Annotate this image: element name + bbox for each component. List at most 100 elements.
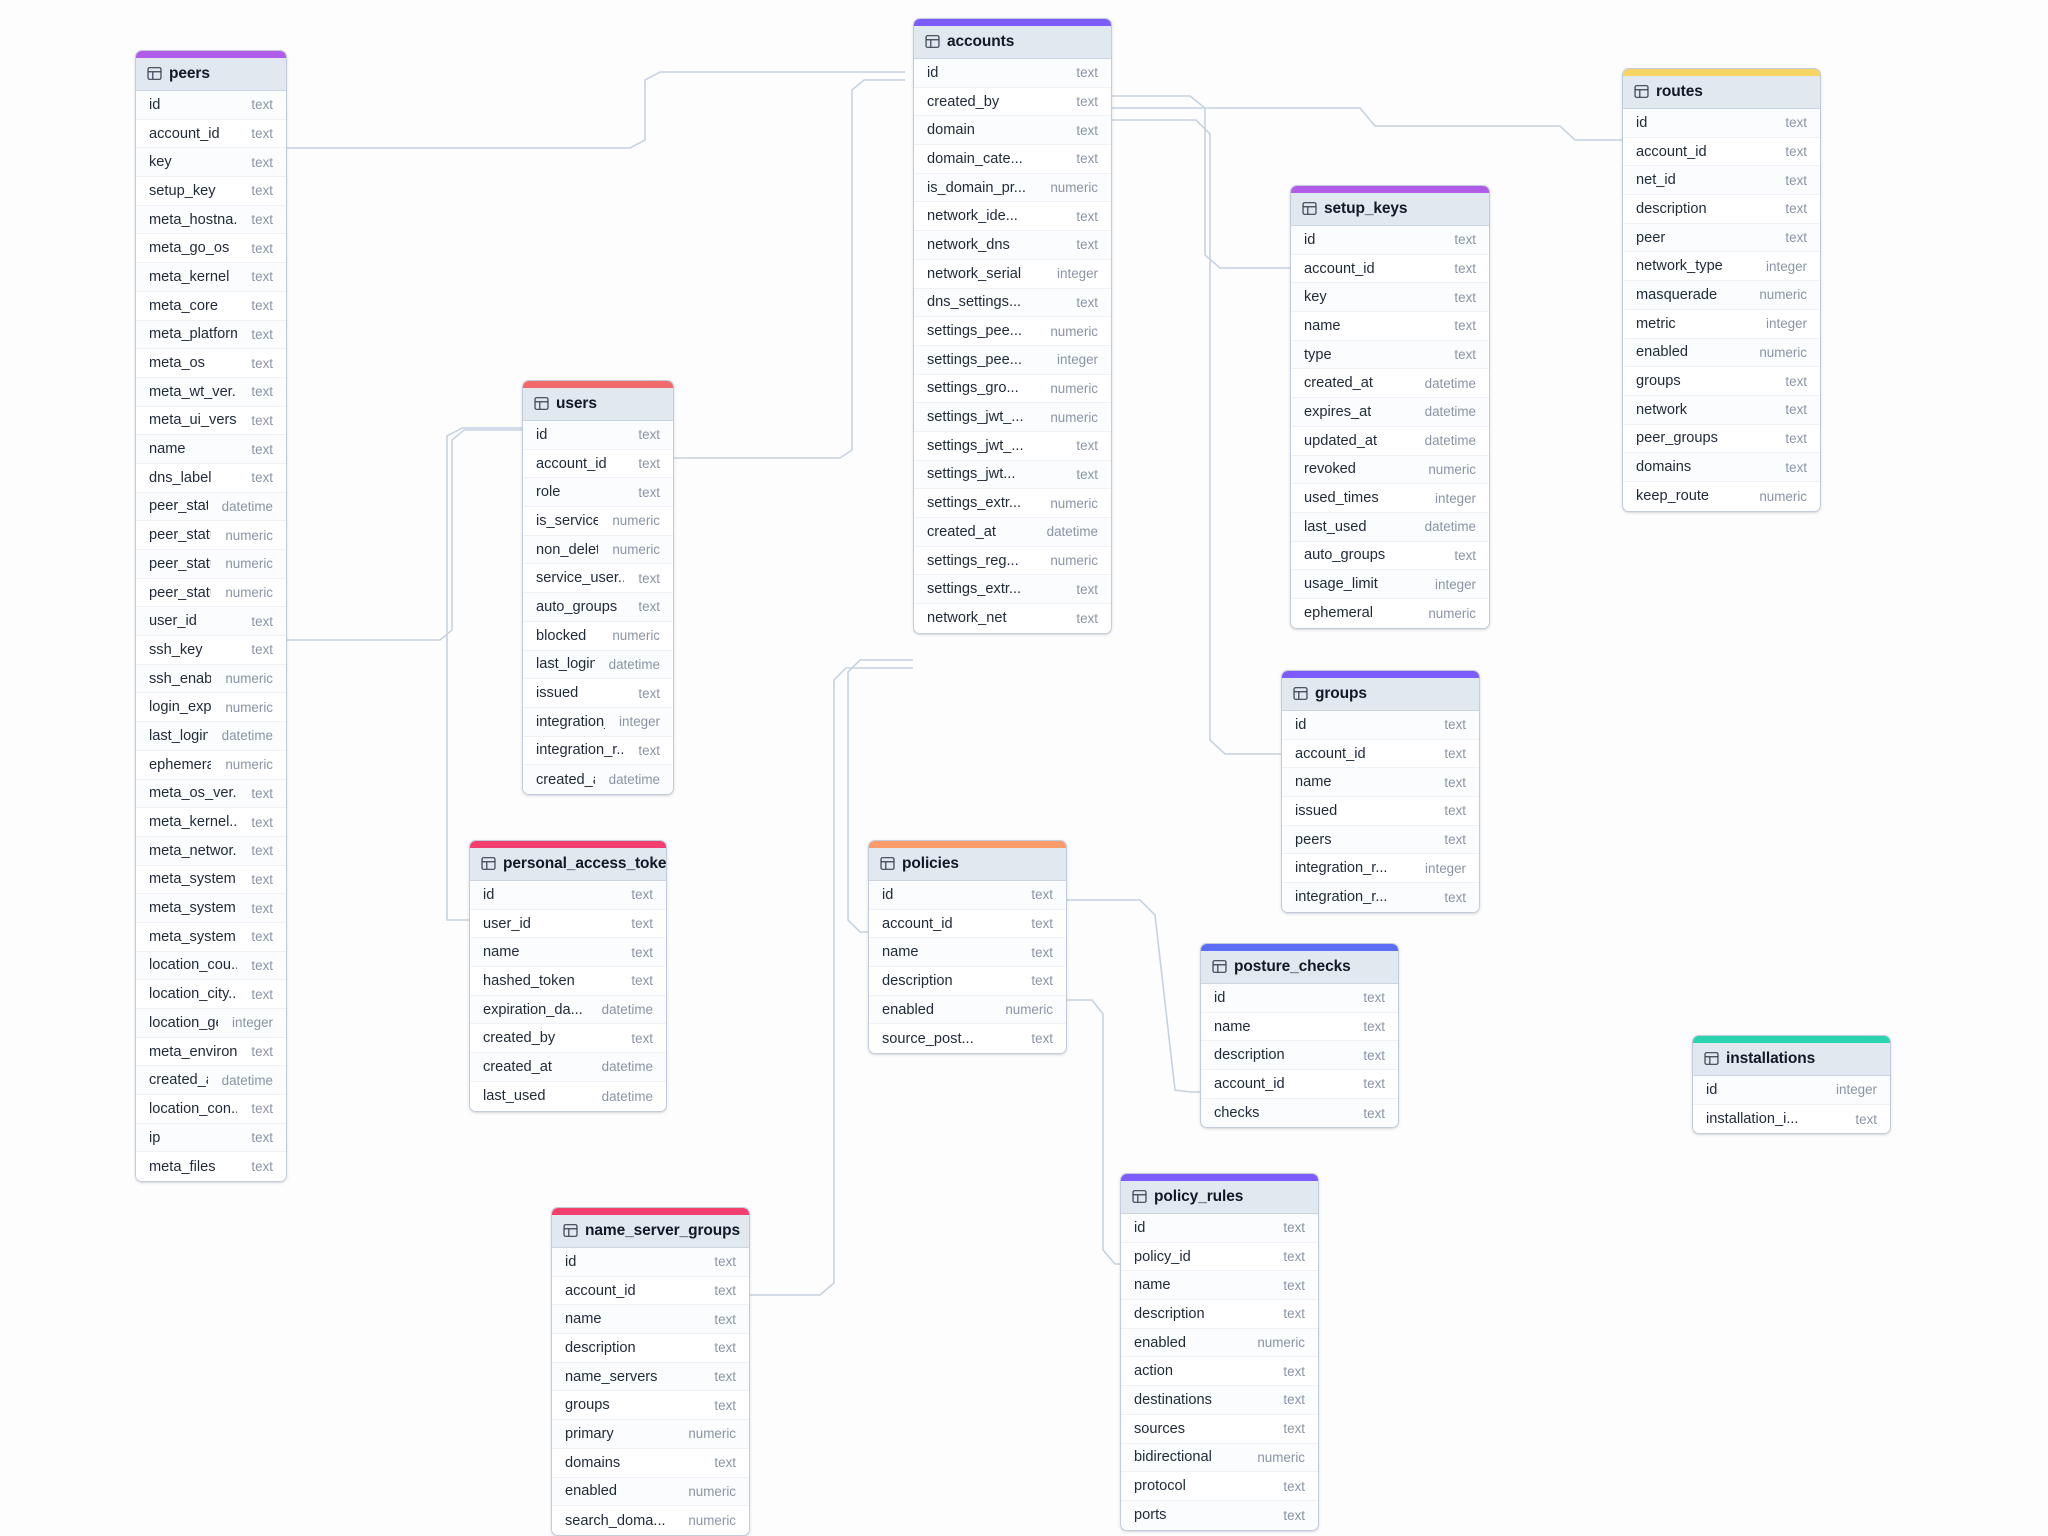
column-row[interactable]: location_geo...integer: [136, 1009, 286, 1038]
column-row[interactable]: integration_r...integer: [1282, 854, 1479, 884]
table-header[interactable]: accounts: [914, 26, 1111, 59]
column-row[interactable]: meta_ui_vers...text: [136, 406, 286, 436]
column-row[interactable]: peer_status_...numeric: [136, 550, 286, 579]
table-header[interactable]: groups: [1282, 678, 1479, 711]
column-row[interactable]: location_cou...text: [136, 951, 286, 981]
column-row[interactable]: meta_system...text: [136, 922, 286, 952]
column-row[interactable]: meta_os_ver...text: [136, 779, 286, 809]
column-row[interactable]: integration_r...text: [1282, 883, 1479, 912]
column-row[interactable]: location_city...text: [136, 980, 286, 1009]
table-header[interactable]: peers: [136, 58, 286, 91]
table-header[interactable]: users: [523, 388, 673, 421]
column-row[interactable]: is_domain_pr...numeric: [914, 173, 1111, 203]
table-header[interactable]: installations: [1693, 1043, 1890, 1076]
column-row[interactable]: login_expirati...numeric: [136, 693, 286, 723]
column-row[interactable]: peer_status_...numeric: [136, 578, 286, 608]
column-row[interactable]: meta_system...text: [136, 894, 286, 923]
column-row[interactable]: meta_kernel...text: [136, 808, 286, 837]
column-row[interactable]: peer_status_...numeric: [136, 521, 286, 550]
column-row[interactable]: meta_environ...text: [136, 1037, 286, 1067]
column-row[interactable]: non_deletablenumeric: [523, 535, 673, 565]
table-header[interactable]: personal_access_tokens: [470, 848, 666, 881]
table-header[interactable]: policies: [869, 848, 1066, 881]
column-row[interactable]: meta_hostna...text: [136, 205, 286, 235]
column-row[interactable]: settings_reg...numeric: [914, 546, 1111, 576]
column-row[interactable]: domain_cate...text: [914, 145, 1111, 174]
column-row[interactable]: settings_gro...numeric: [914, 374, 1111, 404]
column-row[interactable]: peer_status_...datetime: [136, 492, 286, 522]
column-row[interactable]: settings_jwt_...text: [914, 431, 1111, 461]
column-row[interactable]: meta_networ...text: [136, 836, 286, 866]
column-row[interactable]: network_ide...text: [914, 202, 1111, 232]
column-row[interactable]: settings_pee...integer: [914, 345, 1111, 375]
column-row[interactable]: settings_pee...numeric: [914, 317, 1111, 346]
